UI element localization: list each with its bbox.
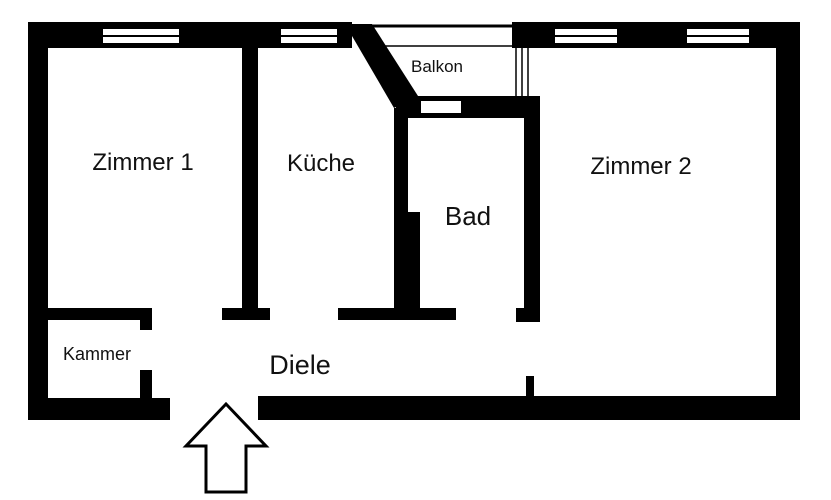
label-diele: Diele (269, 350, 331, 380)
wall-zimmer1-kueche (242, 46, 258, 310)
outer-wall-right (776, 22, 800, 420)
label-zimmer2: Zimmer 2 (590, 153, 691, 180)
window-bad-pane (419, 99, 463, 115)
outer-wall-bottom-left (28, 398, 170, 420)
label-bad: Bad (445, 201, 491, 231)
windows (101, 27, 751, 115)
wall-stub-diele-1 (222, 308, 270, 320)
window-zimmer1 (101, 27, 181, 45)
wall-zimmer1-diele (28, 308, 152, 320)
outer-wall-left (28, 22, 48, 420)
balcony (372, 24, 530, 96)
wall-kammer-top-right (140, 308, 152, 330)
window-zimmer2-right (685, 27, 751, 45)
outer-wall-bottom-right (258, 396, 800, 420)
label-kueche: Küche (287, 150, 355, 177)
wall-bad-left-lower (394, 212, 420, 312)
label-balkon: Balkon (411, 57, 463, 76)
label-kammer: Kammer (63, 344, 131, 364)
balcony-bottom-wall (396, 96, 540, 118)
up-arrow-icon (182, 401, 270, 494)
window-kueche (279, 27, 339, 45)
wall-bad-right (524, 96, 540, 310)
wall-zimmer2-diele-stub (526, 376, 534, 398)
label-zimmer1: Zimmer 1 (92, 149, 193, 176)
wall-bad-left-upper (394, 108, 408, 220)
wall-kammer-right-lower (140, 370, 152, 400)
window-zimmer2-left (553, 27, 619, 45)
balcony-diagonal-wall (345, 24, 418, 108)
walls (28, 22, 800, 420)
window-bad (419, 99, 463, 115)
wall-bad-bottom-stub (516, 308, 540, 322)
wall-kueche-diele (338, 308, 456, 320)
